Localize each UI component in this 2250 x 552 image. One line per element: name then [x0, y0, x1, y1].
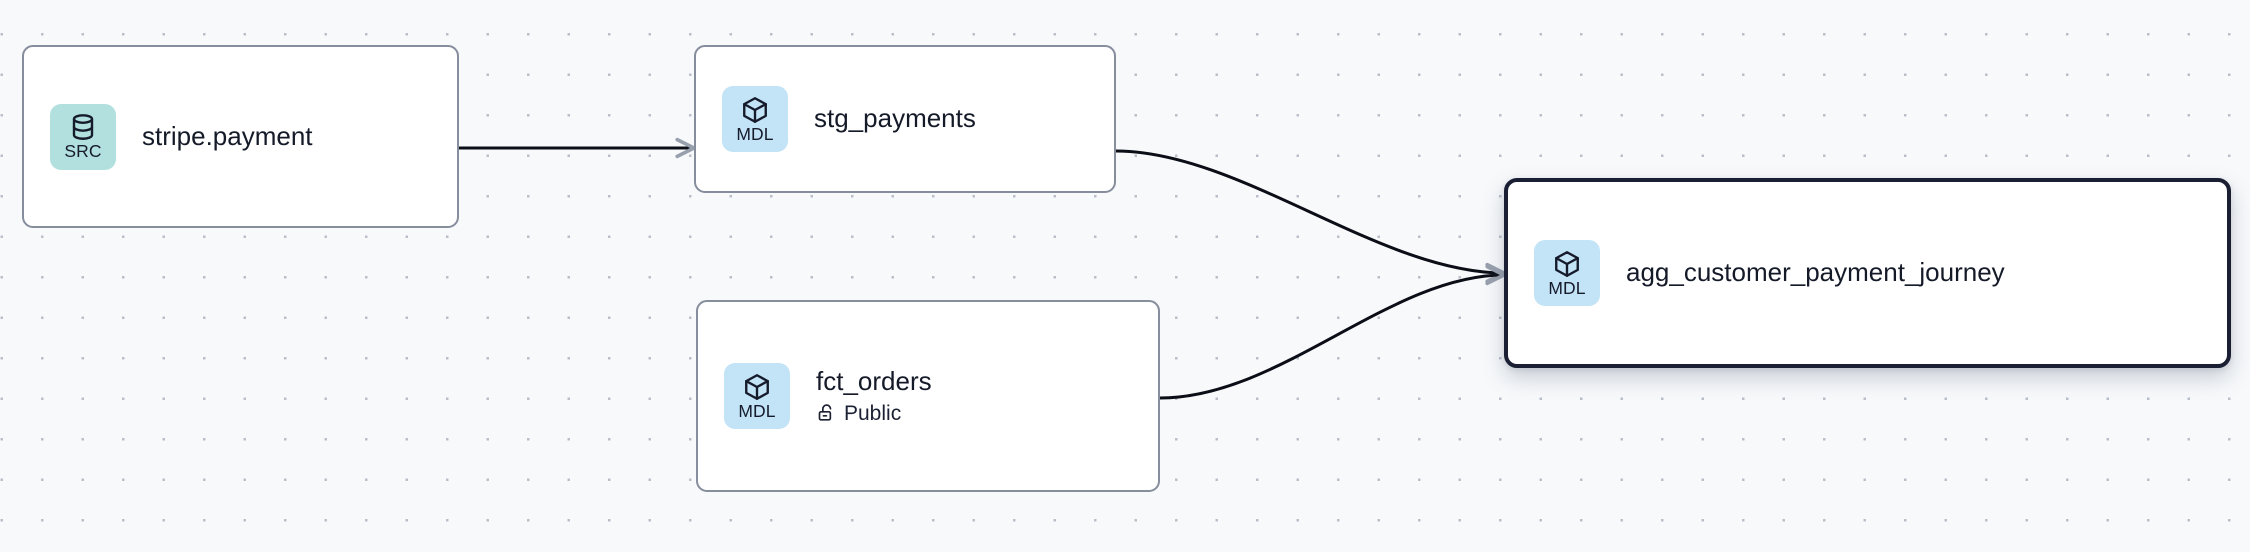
node-body: fct_orders Public	[816, 366, 932, 425]
unlock-icon	[816, 403, 836, 423]
lineage-node-stripe-payment[interactable]: SRC stripe.payment	[22, 45, 459, 228]
node-type-badge-mdl: MDL	[1534, 240, 1600, 306]
node-body: stg_payments	[814, 104, 976, 133]
node-title: agg_customer_payment_journey	[1626, 257, 2005, 288]
node-title: stg_payments	[814, 103, 976, 134]
cube-icon	[742, 372, 772, 402]
cube-icon	[1552, 249, 1582, 279]
edge-fct-to-agg	[1159, 264, 1506, 400]
cube-icon	[740, 95, 770, 125]
node-visibility-label: Public	[844, 401, 902, 425]
node-type-badge-mdl: MDL	[722, 86, 788, 152]
node-body: stripe.payment	[142, 120, 313, 151]
node-type-badge-src: SRC	[50, 103, 116, 170]
lineage-node-agg-customer-payment-journey[interactable]: MDL agg_customer_payment_journey	[1504, 178, 2231, 368]
node-title: fct_orders	[816, 366, 932, 397]
edge-stg-to-agg	[1115, 149, 1506, 284]
lineage-node-fct-orders[interactable]: MDL fct_orders Public	[696, 300, 1160, 492]
node-type-badge-label: MDL	[738, 400, 776, 421]
node-type-badge-mdl: MDL	[724, 363, 790, 429]
database-icon	[68, 112, 98, 142]
node-type-badge-label: SRC	[64, 141, 102, 162]
lineage-node-stg-payments[interactable]: MDL stg_payments	[694, 45, 1116, 193]
node-body: agg_customer_payment_journey	[1626, 258, 2005, 287]
node-title: stripe.payment	[142, 120, 313, 151]
node-type-badge-label: MDL	[1548, 277, 1586, 298]
node-type-badge-label: MDL	[736, 123, 774, 144]
node-visibility: Public	[816, 402, 932, 425]
